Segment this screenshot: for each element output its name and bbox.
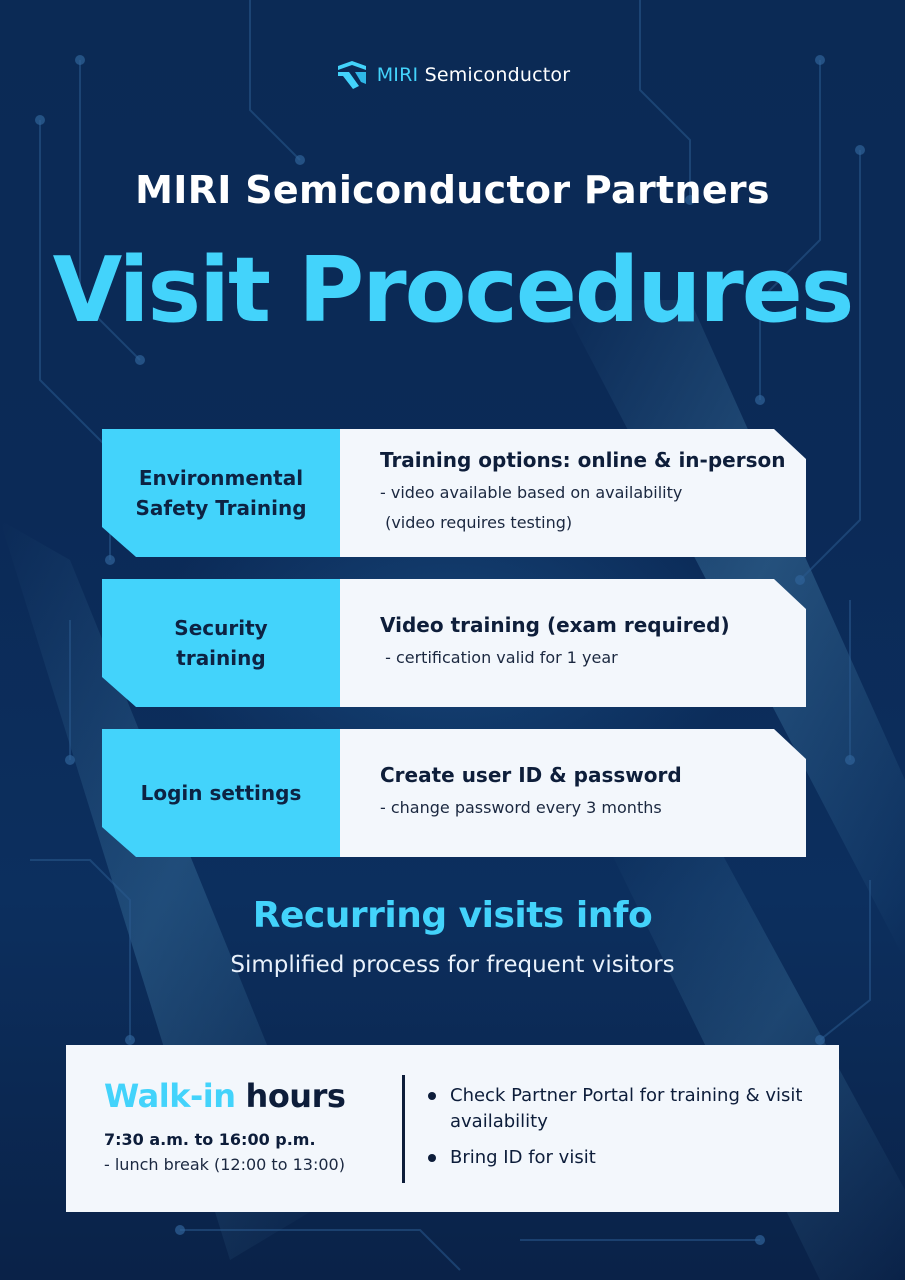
page-title: Visit Procedures: [52, 238, 855, 343]
walkin-rest-word: hours: [245, 1077, 346, 1115]
step-title: Training options: online & in-person: [380, 448, 786, 472]
step-label-line: training: [176, 646, 266, 670]
list-item-text: Bring ID for visit: [450, 1147, 596, 1168]
step-details: Training options: online & in-person - v…: [340, 429, 806, 557]
step-title: Video training (exam required): [380, 613, 730, 637]
step-label: Security training: [102, 579, 340, 707]
bullet-icon: [428, 1092, 436, 1100]
step-label-line: Safety Training: [135, 496, 307, 520]
list-item: Bring ID for visit: [428, 1145, 808, 1171]
card-divider: [402, 1075, 405, 1183]
list-item: Check Partner Portal for training & visi…: [428, 1083, 808, 1135]
walkin-accent-word: Walk-in: [104, 1077, 236, 1115]
step-label-line: Login settings: [140, 781, 302, 805]
brand-logo: MIRI Semiconductor: [0, 60, 905, 90]
recurring-subtitle: Simplified process for frequent visitors: [230, 952, 675, 978]
step-details: Video training (exam required) - certifi…: [340, 579, 806, 707]
page-subtitle: MIRI Semiconductor Partners: [135, 168, 770, 212]
step-label: Environmental Safety Training: [102, 429, 340, 557]
step-details: Create user ID & password - change passw…: [340, 729, 806, 857]
list-item-text: Check Partner Portal for training & visi…: [450, 1085, 803, 1132]
step-detail-line: - certification valid for 1 year: [380, 648, 618, 667]
walkin-time: 7:30 a.m. to 16:00 p.m.: [104, 1130, 316, 1149]
step-environmental-safety: Environmental Safety Training Training o…: [102, 429, 806, 557]
step-title: Create user ID & password: [380, 763, 682, 787]
walkin-note: - lunch break (12:00 to 13:00): [104, 1155, 345, 1174]
recurring-title: Recurring visits info: [252, 895, 653, 936]
brand-accent-word: MIRI: [376, 64, 419, 86]
step-detail-line: - video available based on availability: [380, 483, 683, 502]
step-security-training: Security training Video training (exam r…: [102, 579, 806, 707]
step-detail-line: (video requires testing): [380, 513, 573, 532]
step-detail-line: - change password every 3 months: [380, 798, 662, 817]
step-label: Login settings: [102, 729, 340, 857]
visit-notes-list: Check Partner Portal for training & visi…: [428, 1083, 808, 1181]
bullet-icon: [428, 1154, 436, 1162]
brand-rest-word: Semiconductor: [424, 64, 571, 86]
brand-name: MIRI Semiconductor: [377, 64, 571, 86]
miri-logo-icon: [337, 61, 366, 89]
step-login-settings: Login settings Create user ID & password…: [102, 729, 806, 857]
step-label-line: Environmental: [138, 466, 304, 490]
step-label-line: Security: [174, 616, 268, 640]
